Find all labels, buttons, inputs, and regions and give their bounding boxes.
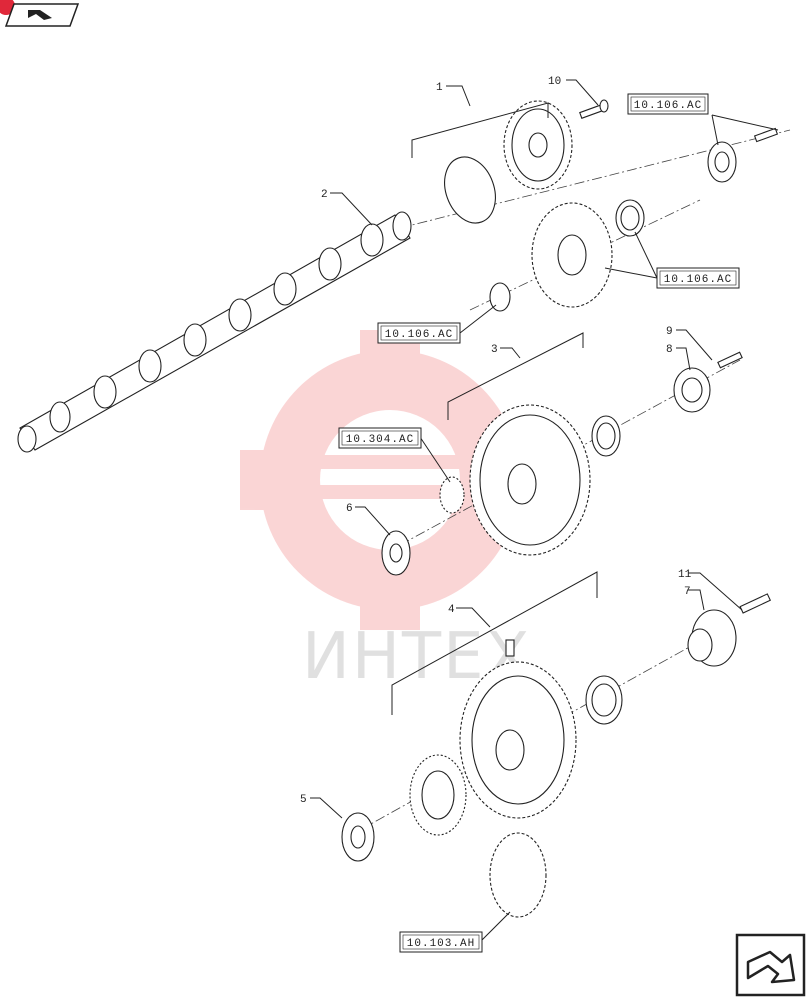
idler-bushing-3 bbox=[591, 415, 621, 457]
small-gear-4 bbox=[409, 754, 467, 836]
idler-gear-3 bbox=[469, 404, 591, 556]
washer-5 bbox=[341, 812, 375, 862]
callout-2: 2 bbox=[321, 189, 328, 201]
next-page-arrow-icon[interactable] bbox=[735, 933, 806, 997]
callout-7: 7 bbox=[684, 586, 691, 598]
callout-5: 5 bbox=[300, 794, 307, 806]
upper-hub bbox=[707, 127, 779, 183]
small-pinion bbox=[439, 476, 465, 514]
bolt-11 bbox=[739, 593, 772, 614]
svg-text:10.106.AC: 10.106.AC bbox=[664, 274, 732, 286]
upper-bushing bbox=[615, 199, 645, 237]
hub-7 bbox=[687, 609, 737, 667]
bracket-4 bbox=[391, 571, 598, 715]
bushing-4 bbox=[585, 675, 623, 725]
camshaft-gear bbox=[503, 100, 573, 190]
page-flip-icon[interactable] bbox=[0, 0, 80, 27]
callout-6: 6 bbox=[346, 503, 353, 515]
camshaft bbox=[17, 211, 412, 453]
bracket-3 bbox=[447, 332, 584, 420]
ref-box-5[interactable]: 10.103.AH bbox=[399, 931, 483, 953]
svg-text:10.103.AH: 10.103.AH bbox=[407, 938, 475, 950]
snap-ring bbox=[444, 156, 496, 224]
callout-10: 10 bbox=[548, 76, 561, 88]
bolt-9 bbox=[717, 351, 743, 369]
ring-gear-lower bbox=[489, 832, 547, 918]
svg-text:10.106.AC: 10.106.AC bbox=[385, 329, 453, 341]
svg-text:10.304.AC: 10.304.AC bbox=[346, 434, 414, 446]
ref-box-3[interactable]: 10.106.AC bbox=[377, 322, 461, 344]
ref-box-4[interactable]: 10.304.AC bbox=[338, 427, 422, 449]
hub-8 bbox=[673, 367, 711, 413]
svg-text:10.106.AC: 10.106.AC bbox=[634, 100, 702, 112]
callout-8: 8 bbox=[666, 344, 673, 356]
callout-3: 3 bbox=[491, 344, 498, 356]
ref-box-2[interactable]: 10.106.AC bbox=[656, 267, 740, 289]
washer-upper bbox=[489, 282, 511, 312]
ref-box-1[interactable]: 10.106.AC bbox=[627, 93, 709, 115]
bolt-10 bbox=[579, 99, 609, 119]
idler-gear-4 bbox=[459, 661, 577, 819]
pin-4 bbox=[505, 639, 515, 657]
callout-1: 1 bbox=[436, 82, 443, 94]
ref-gear-upper bbox=[531, 202, 613, 308]
callout-11: 11 bbox=[678, 569, 692, 581]
washer-6 bbox=[381, 530, 411, 576]
callout-4: 4 bbox=[448, 604, 455, 616]
callout-9: 9 bbox=[666, 326, 673, 338]
bracket-1 bbox=[411, 102, 549, 158]
